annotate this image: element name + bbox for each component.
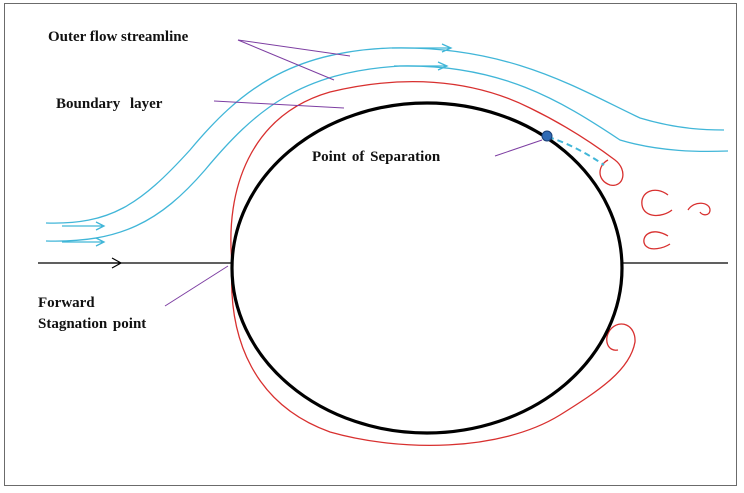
figure-frame — [4, 3, 737, 486]
leader-boundary-layer — [213, 100, 345, 109]
leader-stagnation — [164, 265, 229, 307]
streamline-arrow-2 — [62, 237, 106, 247]
leader-outer-flow-2 — [237, 39, 335, 81]
label-forward-stagnation-point: Forward Stagnation point — [38, 293, 146, 335]
boundary-layer-lower — [230, 265, 636, 446]
outer-streamline-upper — [45, 47, 725, 224]
separation-point-dot — [541, 130, 553, 142]
leader-outer-flow-1 — [237, 39, 351, 57]
label-boundary-layer: Boundary layer — [56, 96, 163, 112]
streamline-arrow-1 — [62, 221, 106, 231]
wake-eddy-3 — [687, 202, 711, 216]
streamline-arrow-3 — [392, 43, 453, 53]
streamline-arrow-4 — [394, 61, 449, 71]
centerline-arrow — [80, 257, 123, 269]
label-outer-flow-streamline: Outer flow streamline — [48, 29, 189, 45]
leader-separation — [494, 139, 543, 157]
label-forward-line2: Stagnation point — [38, 316, 147, 332]
separation-dashed-line — [547, 136, 605, 166]
outer-streamline-lower — [45, 65, 729, 242]
wake-eddy-1 — [641, 189, 673, 217]
cylinder — [230, 101, 624, 435]
label-forward-line1: Forward — [38, 295, 95, 311]
label-point-of-separation: Point of Separation — [312, 149, 441, 165]
wake-eddy-2 — [643, 231, 671, 250]
boundary-layer-upper — [230, 80, 624, 264]
